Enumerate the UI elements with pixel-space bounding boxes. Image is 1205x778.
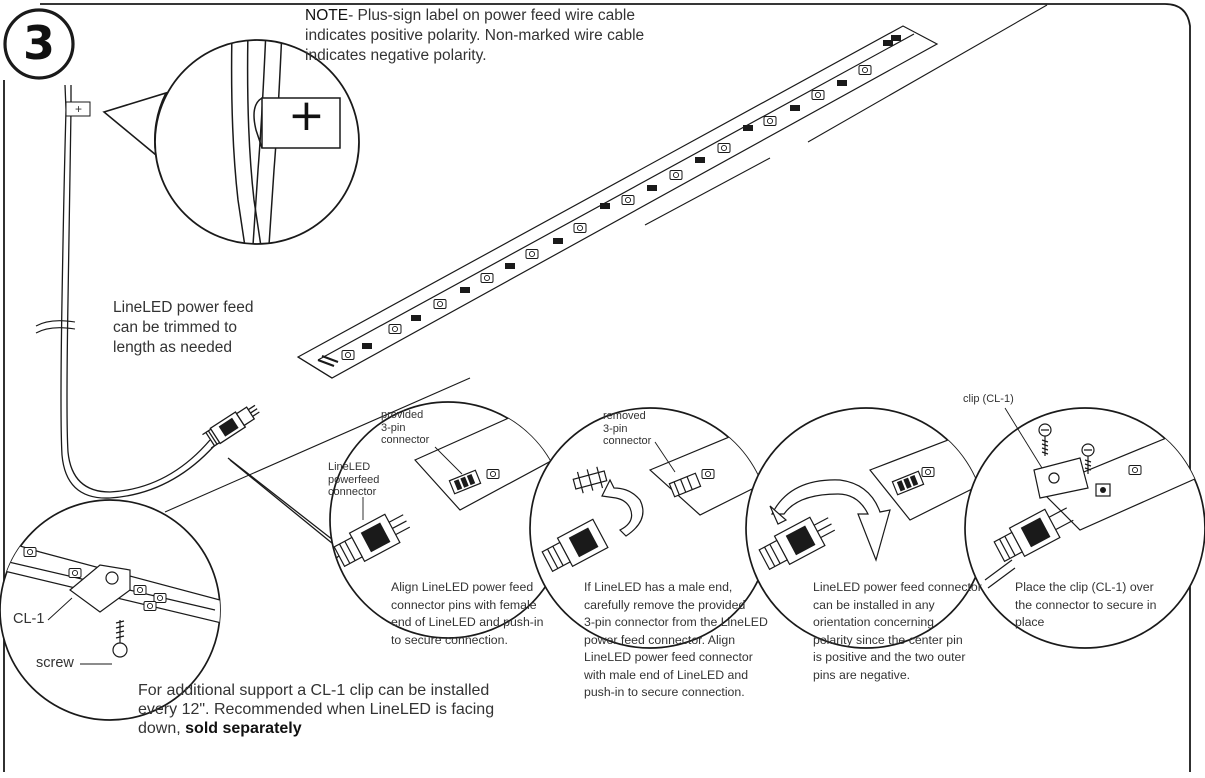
panel-d-caption: Place the clip (CL-1) over the connector… — [1015, 580, 1157, 629]
panel-c-caption: LineLED power feed connector can be inst… — [813, 580, 982, 682]
callout-clip: clip (CL-1) — [963, 393, 1014, 405]
note-text: - Plus-sign label on power feed wire cab… — [305, 7, 645, 64]
screw-label: screw — [36, 655, 74, 671]
polarity-note: NOTE- Plus-sign label on power feed wire… — [305, 6, 644, 66]
step-number: 3 — [22, 16, 55, 70]
support-bold: sold separately — [185, 720, 302, 737]
panel-b-caption: If LineLED has a male end, carefully rem… — [584, 580, 768, 699]
polarity-zoom-circle — [102, 39, 360, 245]
note-prefix: NOTE — [305, 7, 349, 24]
led-strip — [296, 25, 939, 379]
plus-label-small: + — [76, 100, 77, 101]
callout-removed-connector: removed 3-pin connector — [603, 410, 652, 447]
clip-label: CL-1 — [13, 611, 45, 627]
panel-a-caption: Align LineLED power feed connector pins … — [391, 580, 544, 647]
trim-note: LineLED power feed can be trimmed to len… — [113, 299, 254, 356]
plus-label-large: + — [288, 90, 325, 141]
support-note: For additional support a CL-1 clip can b… — [138, 681, 494, 738]
power-feed-cable: + — [35, 84, 260, 499]
step-number-circle — [3, 8, 75, 80]
panel-clip — [964, 407, 1205, 649]
callout-provided-connector: provided 3-pin connector — [381, 409, 430, 446]
svg-text:+: + — [75, 102, 82, 116]
clip-detail-circle — [0, 499, 221, 721]
support-text: For additional support a CL-1 clip can b… — [138, 682, 495, 737]
callout-powerfeed-connector: LineLED powerfeed connector — [328, 461, 380, 498]
page-border — [40, 3, 1191, 772]
